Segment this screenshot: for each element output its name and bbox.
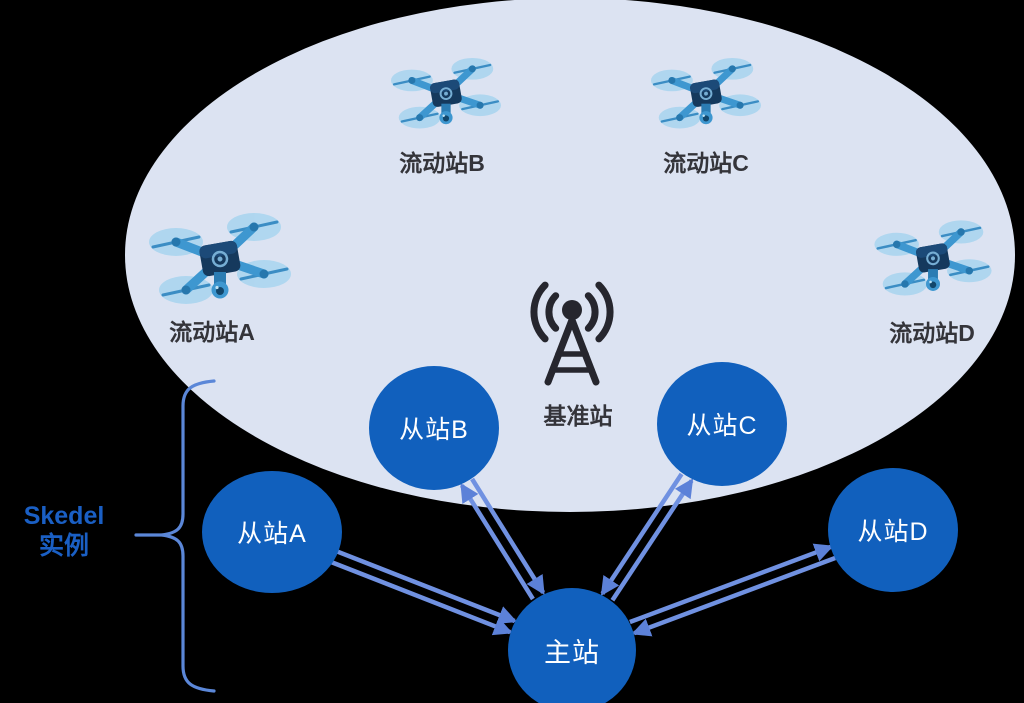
slave-node-b-label: 从站B (399, 416, 469, 444)
slave-node-d: 从站D (828, 468, 958, 592)
radio-tower-icon (530, 281, 614, 386)
rover-d-label: 流动站D (889, 320, 975, 346)
slave-node-a: 从站A (202, 471, 342, 593)
master-node-label: 主站 (544, 637, 600, 668)
skedel-annotation-line1: Skedel (23, 502, 105, 530)
slave-node-c-label: 从站C (686, 412, 758, 440)
slave-node-d-label: 从站D (857, 518, 929, 546)
skedel-annotation-line2: 实例 (38, 532, 89, 560)
slave-node-c: 从站C (657, 362, 787, 486)
skedel-brace (134, 379, 216, 693)
master-node: 主站 (508, 588, 636, 703)
slave-node-a-label: 从站A (237, 520, 307, 548)
coverage-area-ellipse (125, 0, 1015, 512)
rover-b-label: 流动站B (399, 150, 485, 176)
rover-c-label: 流动站C (663, 150, 749, 176)
slave-node-b: 从站B (369, 366, 499, 490)
base-station-label: 基准站 (543, 403, 613, 429)
rover-a-label: 流动站A (169, 319, 255, 345)
arrow-lines (322, 472, 836, 637)
skedel-instance-annotation: Skedel 实例 (13, 501, 115, 561)
